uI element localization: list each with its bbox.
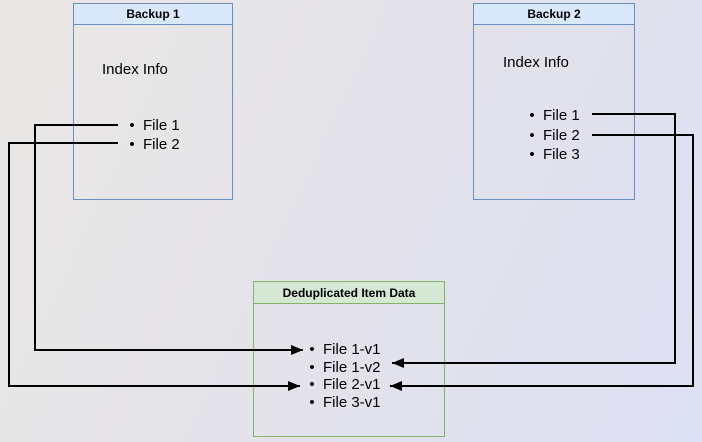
list-item: File 2 [525, 126, 580, 146]
list-item: File 2-v1 [305, 376, 381, 394]
backup1-title: Backup 1 [126, 7, 180, 21]
dedup-file1v1-label: File 1-v1 [323, 341, 381, 358]
backup2-file2-label: File 2 [543, 126, 580, 144]
backup1-header: Backup 1 [74, 4, 232, 25]
backup2-box: Backup 2 Index Info File 1 File 2 File 3 [473, 3, 635, 200]
list-item: File 1-v1 [305, 341, 381, 359]
dedup-header: Deduplicated Item Data [254, 282, 444, 304]
dedup-file1v2-label: File 1-v2 [323, 358, 381, 376]
backup2-header: Backup 2 [474, 4, 634, 25]
backup1-index-info-label: Index Info [102, 61, 168, 78]
dedup-file3v1-label: File 3-v1 [323, 393, 381, 411]
backup2-file1-label: File 1 [543, 107, 580, 124]
backup2-title: Backup 2 [527, 7, 581, 21]
dedup-box: Deduplicated Item Data File 1-v1 File 1-… [253, 281, 445, 437]
list-item: File 2 [125, 135, 180, 154]
backup2-index-info-label: Index Info [503, 54, 569, 71]
list-item: File 1-v2 [305, 359, 381, 377]
backup1-file1-label: File 1 [143, 117, 180, 134]
dedup-title: Deduplicated Item Data [282, 286, 416, 300]
dedup-file2v1-label: File 2-v1 [323, 376, 381, 394]
dedup-file-list: File 1-v1 File 1-v2 File 2-v1 File 3-v1 [305, 341, 381, 411]
list-item: File 1 [525, 106, 580, 126]
list-item: File 3-v1 [305, 394, 381, 412]
backup2-file-list: File 1 File 2 File 3 [525, 106, 580, 165]
backup2-file3-label: File 3 [543, 146, 580, 163]
backup1-box: Backup 1 Index Info File 1 File 2 [73, 3, 233, 200]
backup1-file2-label: File 2 [143, 136, 180, 153]
backup1-file-list: File 1 File 2 [125, 116, 180, 154]
list-item: File 1 [125, 116, 180, 135]
list-item: File 3 [525, 145, 580, 165]
